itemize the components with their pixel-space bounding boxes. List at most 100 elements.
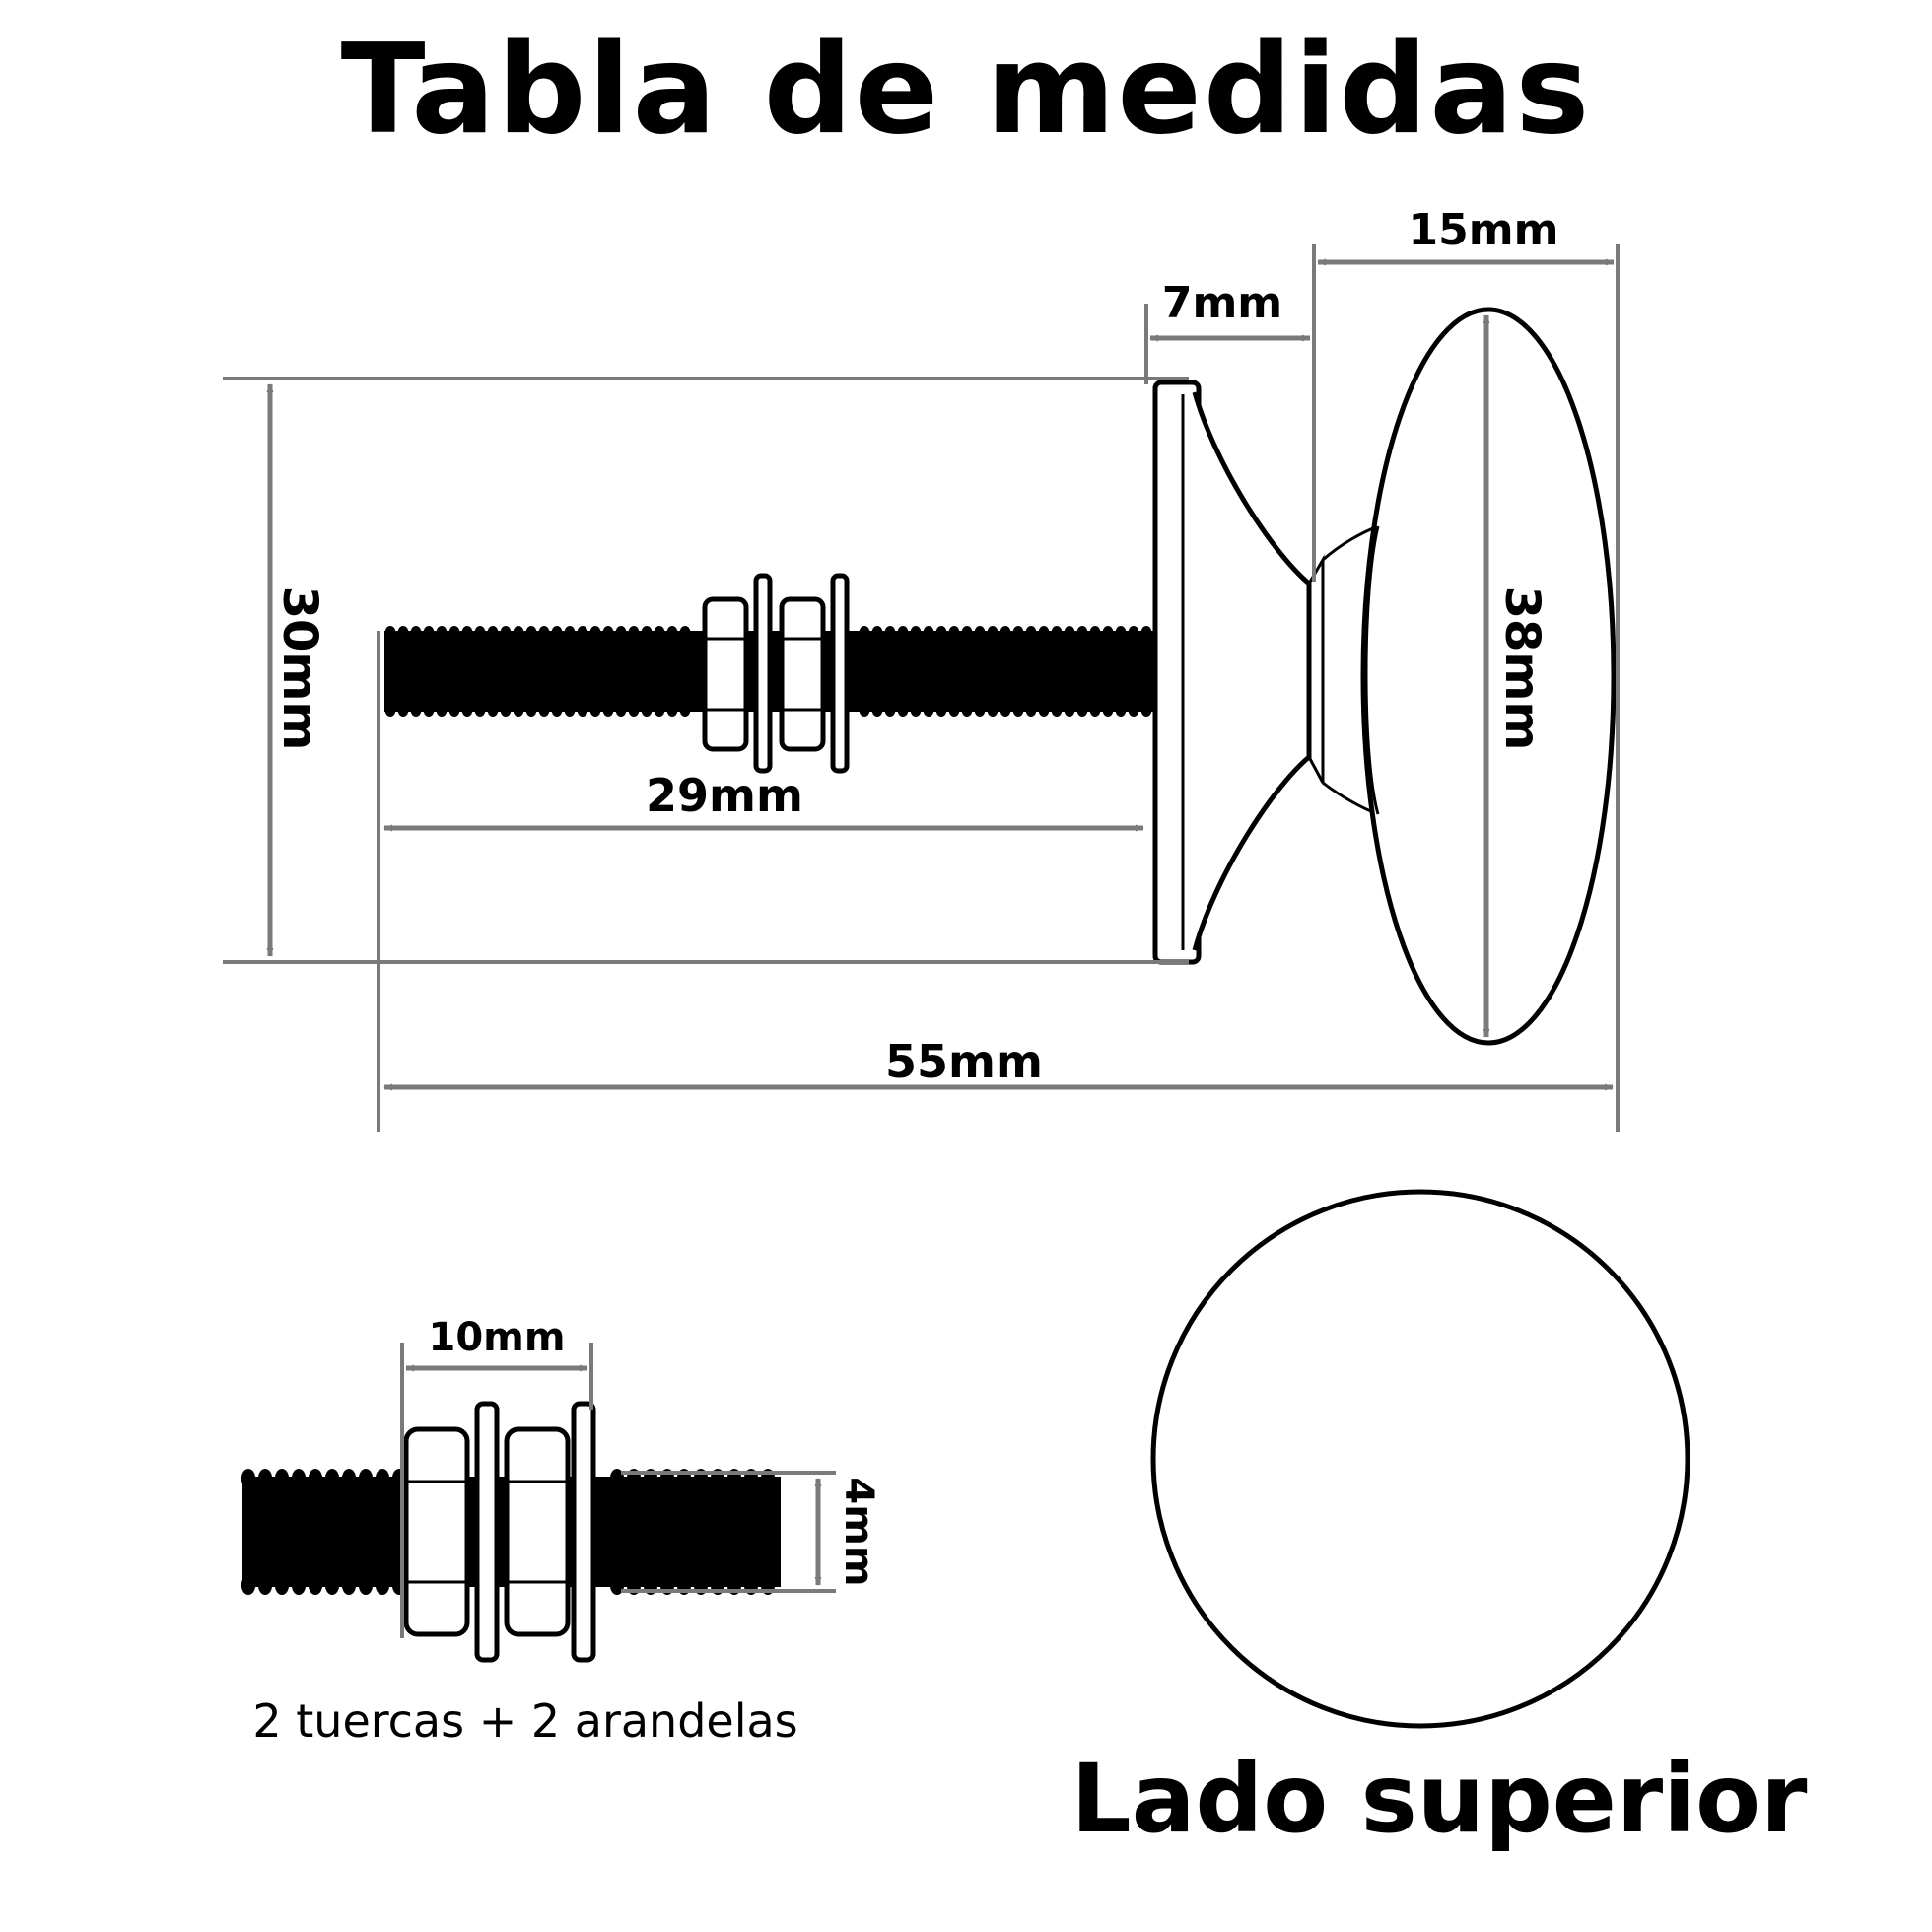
thread-ridge — [525, 626, 537, 640]
thread-ridge — [291, 1469, 307, 1488]
thread-ridge — [308, 1469, 323, 1488]
thread-ridge — [935, 703, 947, 717]
thread-ridge — [1128, 626, 1139, 640]
thread-ridge — [1025, 626, 1037, 640]
thread-ridge — [961, 703, 973, 717]
top-view-label: Lado superior — [1071, 1744, 1809, 1854]
thread-ridge — [513, 703, 524, 717]
thread-ridge — [897, 703, 909, 717]
thread-ridge — [602, 626, 614, 640]
nuts-and-washers — [702, 573, 850, 774]
label-15mm: 15mm — [1409, 205, 1559, 255]
thread-ridge — [274, 1575, 290, 1595]
thread-ridge — [654, 626, 665, 640]
thread-ridge — [1000, 703, 1011, 717]
thread-ridge — [274, 1469, 290, 1488]
thread-ridge — [538, 703, 550, 717]
thread-ridge — [666, 626, 678, 640]
label-30mm: 30mm — [272, 586, 327, 751]
thread-ridge — [577, 626, 588, 640]
knob-base-plate — [1152, 380, 1202, 965]
label-38mm: 38mm — [1494, 586, 1550, 751]
thread-ridge — [1089, 626, 1101, 640]
thread-ridge — [487, 703, 499, 717]
thread-ridge — [341, 1469, 357, 1488]
thread-ridge — [358, 1469, 374, 1488]
thread-ridge — [1012, 626, 1024, 640]
thread-ridge — [987, 703, 999, 717]
thread-ridge — [609, 1469, 625, 1488]
thread-ridge — [961, 626, 973, 640]
thread-ridge — [948, 626, 960, 640]
thread-ridge — [1076, 703, 1088, 717]
label-29mm: 29mm — [646, 769, 803, 822]
thread-ridge — [500, 626, 512, 640]
thread-ridge — [884, 703, 896, 717]
thread-ridge — [474, 703, 486, 717]
thread-ridge — [538, 626, 550, 640]
thread-ridge — [871, 703, 883, 717]
thread-ridge — [474, 626, 486, 640]
thread-ridge — [257, 1469, 273, 1488]
thread-ridge — [1115, 703, 1127, 717]
thread-ridge — [641, 626, 653, 640]
thread-ridge — [358, 1575, 374, 1595]
thread-ridge — [910, 703, 922, 717]
thread-ridge — [679, 626, 691, 640]
thread-ridge — [423, 626, 435, 640]
knob-neck — [1192, 391, 1312, 951]
hardware-detail: 10mm 4mm 2 tuercas + 2 arandelas — [241, 1315, 881, 1748]
hardware-caption: 2 tuercas + 2 arandelas — [252, 1694, 797, 1748]
thread-ridge — [487, 626, 499, 640]
thread-ridge — [1102, 626, 1114, 640]
thread-ridge — [1038, 703, 1050, 717]
thread-ridge — [1140, 626, 1152, 640]
knob-top-circle — [1150, 1189, 1690, 1729]
thread-ridge — [910, 626, 922, 640]
thread-ridge — [448, 703, 460, 717]
thread-ridge — [324, 1469, 340, 1488]
thread-ridge — [375, 1469, 390, 1488]
thread-ridge — [1076, 626, 1088, 640]
side-view: 15mm 7mm 30mm 38mm 29mm 55mm — [223, 205, 1620, 1132]
thread-ridge — [1089, 703, 1101, 717]
thread-ridge — [1038, 626, 1050, 640]
thread-ridge — [628, 703, 640, 717]
screw-thread — [384, 626, 1161, 717]
thread-ridge — [551, 626, 563, 640]
thread-ridge — [513, 626, 524, 640]
thread-ridge — [257, 1575, 273, 1595]
thread-ridge — [291, 1575, 307, 1595]
thread-ridge — [589, 703, 601, 717]
thread-ridge — [615, 626, 627, 640]
thread-ridge — [436, 703, 448, 717]
page-title: Tabla de medidas — [340, 17, 1592, 162]
thread-ridge — [935, 626, 947, 640]
label-4mm: 4mm — [836, 1477, 881, 1586]
thread-ridge — [1051, 703, 1063, 717]
thread-ridge — [1064, 703, 1075, 717]
thread-ridge — [564, 626, 576, 640]
label-55mm: 55mm — [885, 1035, 1043, 1088]
thread-ridge — [987, 626, 999, 640]
thread-ridge — [679, 703, 691, 717]
thread-ridge — [241, 1469, 256, 1488]
thread-ridge — [628, 626, 640, 640]
thread-ridge — [461, 626, 473, 640]
thread-ridge — [410, 703, 422, 717]
thread-ridge — [602, 703, 614, 717]
thread-ridge — [654, 703, 665, 717]
thread-ridge — [1012, 703, 1024, 717]
thread-ridge — [384, 626, 396, 640]
thread-ridge — [410, 626, 422, 640]
thread-ridge — [461, 703, 473, 717]
thread-ridge — [525, 703, 537, 717]
thread-ridge — [1140, 703, 1152, 717]
thread-ridge — [666, 703, 678, 717]
thread-ridge — [1102, 703, 1114, 717]
thread-ridge — [974, 703, 986, 717]
thread-ridge — [897, 626, 909, 640]
thread-ridge — [948, 703, 960, 717]
thread-ridge — [241, 1575, 256, 1595]
